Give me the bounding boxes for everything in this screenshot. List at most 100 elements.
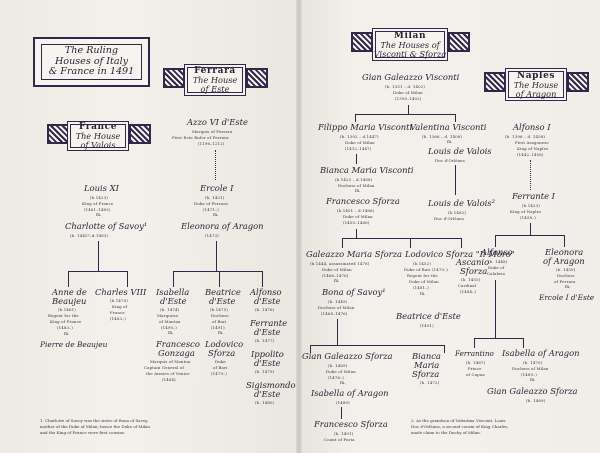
person-galeazzo-maria: Galeazzo Maria Sforza xyxy=(306,249,403,259)
title-line-1: The Ruling xyxy=(64,45,119,57)
ggv-dates: (b. 1351 – d. 1402) xyxy=(385,84,426,89)
isabella-title2: of Mantua xyxy=(159,319,181,324)
footnote-2-line-1: 2. As the grandson of Valentina Visconti… xyxy=(411,418,506,423)
louis-xi-title: King of France xyxy=(82,201,114,206)
ferrantino-dates: (b. 1467) xyxy=(466,360,486,365)
naples-dotted-line xyxy=(530,160,532,190)
person-gian-galeazzo-sforza: Gian Galeazzo Sforza xyxy=(302,351,393,361)
marriage-mark: m. xyxy=(420,292,426,297)
anne-title1: Regent for the xyxy=(48,313,79,318)
alfonso-c-dates: (b. 1448) xyxy=(488,259,508,264)
marriage-mark: m. xyxy=(64,332,70,337)
bianca-ms-dates: (b. 1472) xyxy=(420,380,440,385)
ferrante-este-dates: (b. 1477) xyxy=(255,338,275,343)
francesco-title: Duke of Milan xyxy=(343,214,373,219)
marriage-mark: m. xyxy=(565,285,571,290)
ferrara-branch-2 xyxy=(219,271,220,287)
milan-top-line xyxy=(408,105,409,114)
person-beatrice-este-milan: Beatrice d'Este xyxy=(396,311,461,321)
naples-sub2: of Aragon xyxy=(515,88,557,99)
person-ercole: Ercole I xyxy=(200,183,234,193)
ippolito-dates: (b. 1479) xyxy=(255,369,275,374)
person-filippo: Filippo Maria Visconti xyxy=(318,122,413,132)
alfonso-c-title1: Duke of xyxy=(488,265,505,270)
ferrara-dotted-line xyxy=(215,150,217,180)
person-ascanio-2: Sforza xyxy=(460,266,488,276)
person-anne: Anne de xyxy=(52,287,87,297)
france-ornament-right xyxy=(129,124,151,144)
france-sub1: The House xyxy=(75,131,121,142)
france-branch-right xyxy=(127,271,128,287)
person-anne-2: Beaujeu xyxy=(52,296,87,306)
france-descent-line xyxy=(98,241,99,271)
anne-reign: (1483–) xyxy=(57,325,73,330)
beatrice-dates: (b.1475) xyxy=(210,307,228,312)
lodovico-reign: (1481–) xyxy=(413,285,429,290)
francesco-dates: (b.1401 – d.1466) xyxy=(337,208,375,213)
person-francesco-gonzaga-2: Gonzaga xyxy=(158,348,195,358)
azzo-reign: (1196–1212) xyxy=(198,141,225,146)
beatrice-title2: of Bari xyxy=(212,319,227,324)
person-ascanio: Ascanio xyxy=(456,257,490,267)
milan-sub2: Visconti & Sforza xyxy=(373,48,447,59)
alfonso1-title1: First Aragonese xyxy=(515,140,549,145)
ferrara-ornament-right xyxy=(246,68,268,88)
naples-branch-2 xyxy=(564,235,565,247)
ferrara-sub1: The House xyxy=(192,75,238,86)
lodovico-title3: Duke of Milan xyxy=(409,279,439,284)
ggv-reign: (1395–1402) xyxy=(395,96,422,101)
footnote-2-line-2: Duc d'Orléans, a second cousin of King C… xyxy=(411,423,509,429)
gonzaga-title2: Captain General of xyxy=(144,365,185,370)
isabella-a2-dates: (b. 1470) xyxy=(523,360,543,365)
lodovico-title1: Duke of Bari (1479–) xyxy=(404,267,448,272)
gonzaga-year: (1484) xyxy=(162,377,176,382)
person-alfonso-i: Alfonso I xyxy=(513,122,551,132)
louis-valois-title: Duc d'Orléans xyxy=(435,158,465,163)
louis-xi-reign: (1461–1483) xyxy=(84,207,111,212)
footnote-1: 1. Charlotte of Savoy was the sister of … xyxy=(40,418,150,435)
naples-ornament-left xyxy=(484,72,506,92)
azzo-title: Marquis of Ferrara xyxy=(192,129,233,134)
person-francesco-gonzaga: Francesco xyxy=(156,339,200,349)
ferrara-branch-3 xyxy=(262,271,263,287)
eleonora2-dates: (b. 1450) xyxy=(556,267,576,272)
milan-branch-right xyxy=(455,114,456,122)
person-gian-galeazzo-sforza-naples: Gian Galeazzo Sforza xyxy=(487,386,578,396)
gg-sibling-line xyxy=(310,345,445,346)
sforza-branch-3 xyxy=(461,238,462,248)
ascanio-reign: (1484–) xyxy=(460,289,476,294)
ferrara-sibling-line xyxy=(173,271,263,272)
gian-s-reign: (1476–) xyxy=(328,375,344,380)
naples-branch-1 xyxy=(495,235,496,247)
bona-title: Duchess of Milan xyxy=(318,305,355,310)
milan-ornament-right xyxy=(448,32,470,52)
france-title: France xyxy=(78,122,118,133)
ferrara-title: Ferrara xyxy=(194,66,236,77)
filippo-reign: (1412–1447) xyxy=(345,146,372,151)
galeazzo-title: Duke of Milan xyxy=(322,267,352,272)
bona-descent xyxy=(337,319,338,345)
alfonso1-dates: (b. 1396 – d. 1458) xyxy=(505,134,546,139)
book-gutter xyxy=(296,0,302,453)
naples-title: Naples xyxy=(516,70,556,81)
beatrice2-year: (1491) xyxy=(420,323,434,328)
gian-s2-dates: (b. 1469) xyxy=(526,398,546,403)
calabria-sibling-line xyxy=(474,338,524,339)
anne-dates: (b.1461) xyxy=(58,307,76,312)
ercole-title: Duke of Ferrara xyxy=(194,201,228,206)
sigismondo-dates: (b. 1480) xyxy=(255,400,275,405)
marriage-mark: m. xyxy=(355,189,361,194)
bianca-title: Duchess of Milan xyxy=(338,183,375,188)
bianca-dates: (b.1425 – d.1468) xyxy=(335,177,373,182)
footnote-2-line-3: made claim to the Duchy of Milan. xyxy=(411,429,481,435)
charles-title1: King of xyxy=(112,304,128,309)
naples-sibling-line xyxy=(495,235,565,236)
charles-dates: (b.1470) xyxy=(110,298,128,303)
person-charlotte: Charlotte of Savoy¹ xyxy=(65,221,148,231)
louis-xi-dates: (b.1423) xyxy=(90,195,108,200)
title-box: The Ruling Houses of Italy & France in 1… xyxy=(33,37,150,87)
ascanio-title: Cardinal xyxy=(458,283,477,288)
filippo-title: Duke of Milan xyxy=(345,140,375,145)
person-lodovico-bari: Lodovico xyxy=(205,339,244,349)
france-header: France The House of Valois xyxy=(67,121,129,151)
